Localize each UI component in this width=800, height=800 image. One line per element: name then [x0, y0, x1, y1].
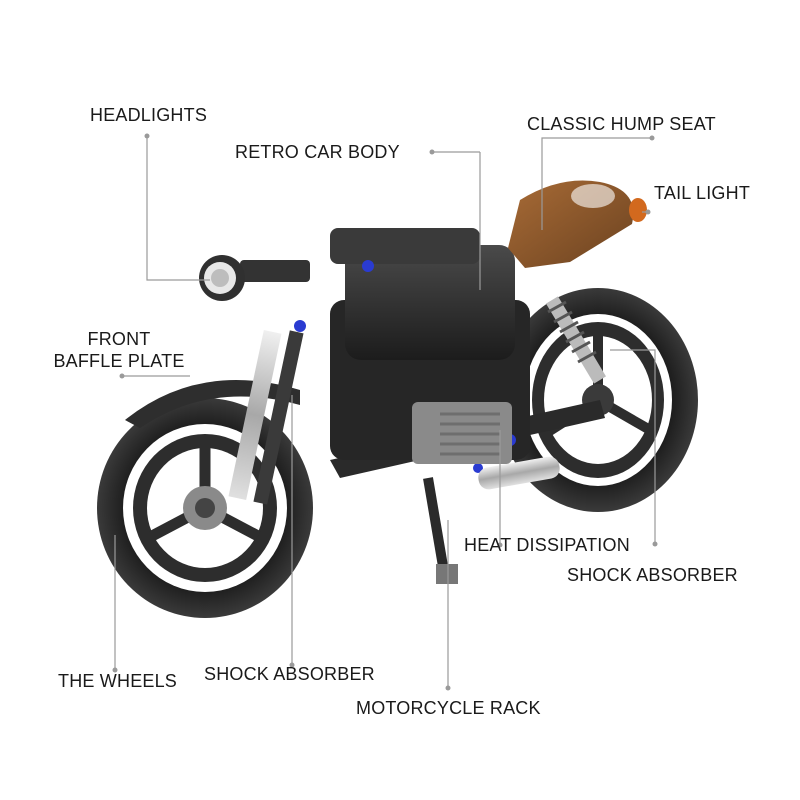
label-motorcycle-rack: MOTORCYCLE RACK [356, 698, 541, 718]
label-shock-absorber-rear: SHOCK ABSORBER [567, 565, 738, 585]
tail-light-lamp [629, 198, 647, 222]
kickstand [423, 477, 458, 584]
label-shock-absorber-front: SHOCK ABSORBER [204, 664, 375, 684]
label-classic-hump-seat: CLASSIC HUMP SEAT [527, 114, 716, 134]
label-the-wheels: THE WHEELS [58, 671, 178, 691]
front-fork [228, 260, 310, 505]
exhaust-pipe [478, 456, 560, 490]
label-headlights: HEADLIGHTS [90, 105, 208, 125]
label-front-baffle-plate-line1: FRONT [87, 329, 151, 349]
label-heat-dissipation: HEAT DISSIPATION [464, 535, 630, 555]
label-retro-car-body: RETRO CAR BODY [235, 142, 400, 162]
leader-dots [112, 133, 658, 691]
label-front-baffle-plate: FRONT BAFFLE PLATE [44, 328, 194, 372]
radiator-block [412, 402, 512, 464]
hump-seat [508, 180, 634, 268]
headlight [199, 255, 245, 301]
label-tail-light: TAIL LIGHT [654, 183, 751, 203]
rear-shock [545, 296, 607, 384]
leader-lines [114, 136, 656, 688]
label-front-baffle-plate-line2: BAFFLE PLATE [53, 351, 185, 371]
rear-wheel [498, 288, 698, 512]
